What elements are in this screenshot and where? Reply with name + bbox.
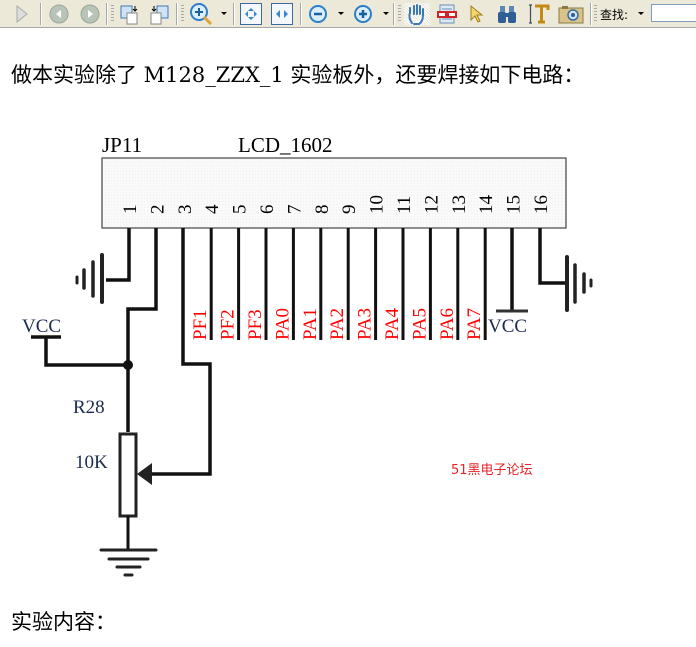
signal-label: PA1 bbox=[300, 308, 321, 340]
signal-label: PA0 bbox=[272, 308, 293, 340]
signal-label: PA5 bbox=[409, 308, 430, 340]
connector-label: JP11 bbox=[102, 133, 142, 157]
pin-number: 13 bbox=[449, 195, 470, 214]
forward-button[interactable] bbox=[79, 3, 101, 25]
section-heading: 实验内容： bbox=[11, 610, 116, 634]
hand-tool-button[interactable] bbox=[404, 3, 430, 25]
pin-number: 6 bbox=[257, 205, 278, 215]
pin-number: 15 bbox=[504, 195, 525, 214]
zoom-out-button[interactable] bbox=[307, 3, 329, 25]
pin-number: 14 bbox=[476, 195, 497, 215]
fit-width-icon bbox=[276, 10, 288, 18]
vcc-left-wire bbox=[31, 335, 128, 367]
snapshot-button[interactable] bbox=[557, 3, 585, 25]
junction-dot bbox=[123, 360, 133, 370]
signal-label: PA3 bbox=[355, 308, 376, 340]
potentiometer-body bbox=[118, 432, 138, 518]
hand-tool-icon bbox=[408, 4, 424, 25]
zoom-in-icon bbox=[190, 3, 213, 26]
pin-number: 12 bbox=[421, 195, 442, 214]
pin-number: 8 bbox=[312, 205, 333, 215]
signal-label: PA4 bbox=[382, 307, 403, 340]
pin-number: 11 bbox=[394, 196, 415, 214]
pin-number: 10 bbox=[367, 195, 388, 214]
reading-mode-button[interactable] bbox=[435, 3, 459, 25]
pin-number: 16 bbox=[531, 195, 552, 214]
zoom-out-dropdown-arrow[interactable] bbox=[338, 12, 344, 15]
prev-page-button[interactable] bbox=[118, 3, 142, 25]
snapshot-camera-icon bbox=[558, 6, 584, 24]
signal-label: PF3 bbox=[245, 309, 266, 340]
intro-paragraph: 做本实验除了 M128_ZZX_1 实验板外，还要焊接如下电路： bbox=[11, 63, 585, 87]
pin-number: 4 bbox=[202, 204, 223, 214]
pin1-ground-wire bbox=[106, 228, 131, 282]
play-icon bbox=[16, 5, 28, 23]
pin-number: 3 bbox=[175, 205, 196, 215]
text-select-icon bbox=[529, 4, 550, 24]
back-button[interactable] bbox=[48, 3, 70, 25]
play-button[interactable] bbox=[12, 3, 32, 25]
resistor-value-label: 10K bbox=[75, 452, 108, 473]
pin-number: 1 bbox=[120, 205, 141, 215]
pin-number: 9 bbox=[339, 205, 360, 215]
pdf-toolbar: 查找: bbox=[0, 0, 696, 28]
find-input[interactable] bbox=[651, 4, 696, 22]
ground-symbol-bottom bbox=[99, 548, 158, 577]
vcc-left-label: VCC bbox=[22, 316, 61, 337]
pin2-wire bbox=[126, 228, 158, 432]
fit-page-icon bbox=[245, 8, 257, 20]
ground-symbol-right bbox=[565, 255, 593, 312]
pin-number: 5 bbox=[230, 205, 251, 215]
watermark-text: 51黑电子论坛 bbox=[451, 463, 533, 478]
pin-wires bbox=[209, 228, 487, 340]
binoculars-icon bbox=[498, 6, 516, 23]
zoom-plus-button[interactable] bbox=[352, 3, 374, 25]
zoom-in-button[interactable] bbox=[188, 3, 214, 26]
page-next-icon bbox=[150, 5, 169, 25]
resistor-ref-label: R28 bbox=[73, 397, 105, 418]
fit-width-button[interactable] bbox=[271, 3, 293, 25]
find-label: 查找: bbox=[600, 8, 629, 22]
reading-glasses-icon bbox=[437, 4, 457, 24]
pin3-wiper-wire bbox=[152, 228, 212, 476]
wiper-arrow bbox=[137, 463, 152, 485]
find-options-dropdown[interactable] bbox=[638, 12, 644, 15]
page-prev-icon bbox=[120, 5, 138, 25]
module-label: LCD_1602 bbox=[238, 133, 333, 157]
zoom-plus-dropdown-arrow[interactable] bbox=[383, 12, 389, 15]
text-select-button[interactable] bbox=[525, 3, 551, 25]
select-tool-button[interactable] bbox=[465, 3, 487, 25]
pin16-ground-wire bbox=[538, 228, 566, 285]
signal-label: PF1 bbox=[190, 309, 211, 340]
next-page-button[interactable] bbox=[148, 3, 172, 25]
signal-label: PA7 bbox=[464, 308, 485, 340]
back-icon bbox=[49, 4, 69, 24]
select-arrow-icon bbox=[470, 4, 484, 23]
pin-number: 2 bbox=[147, 205, 168, 215]
lcd-connector-body bbox=[101, 157, 567, 229]
find-tool-button[interactable] bbox=[495, 3, 519, 25]
signal-label: PF2 bbox=[218, 309, 239, 340]
fit-page-button[interactable] bbox=[240, 3, 262, 25]
zoom-out-icon bbox=[309, 5, 327, 23]
forward-icon bbox=[80, 4, 100, 24]
zoom-plus-icon bbox=[354, 5, 372, 23]
zoom-dropdown-arrow[interactable] bbox=[221, 12, 227, 15]
pin-number: 7 bbox=[284, 205, 305, 215]
vcc-right-label: VCC bbox=[488, 316, 527, 337]
signal-label: PA6 bbox=[437, 308, 458, 340]
signal-label: PA2 bbox=[327, 308, 348, 340]
signal-labels: PF1 PF2 PF3 PA0 PA1 PA2 PA3 PA4 PA5 PA6 PA7 bbox=[190, 307, 485, 340]
ground-symbol-left bbox=[75, 253, 104, 304]
